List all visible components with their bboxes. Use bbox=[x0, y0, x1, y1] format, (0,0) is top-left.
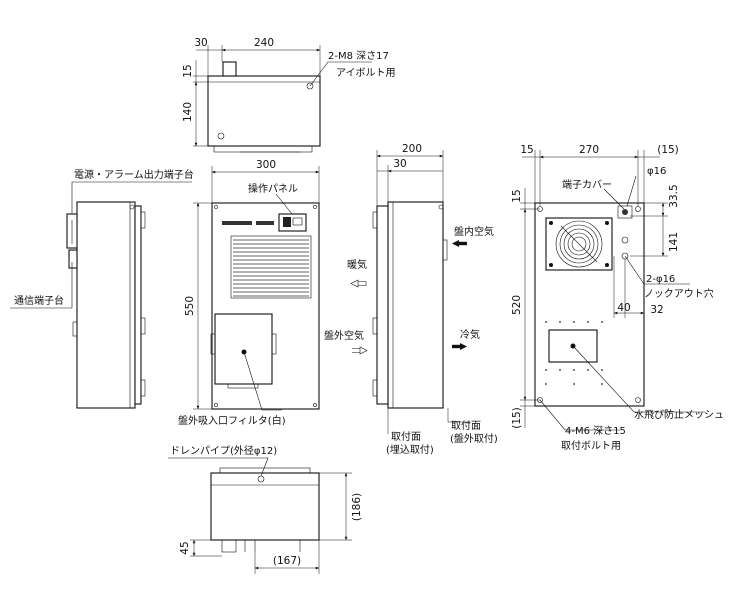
left-side-view: 電源・アラーム出力端子台 通信端子台 bbox=[10, 168, 194, 409]
top-view: 30 240 15 140 2-M8 深さ17 アイボルト用 bbox=[182, 37, 396, 153]
label-mount-external-1: 取付面 bbox=[451, 419, 481, 432]
dim-top-depth: 140 bbox=[182, 102, 194, 122]
rear-view: 15 270 (15) 15 520 (15) 33.5 141 40 32 端… bbox=[511, 144, 724, 452]
label-cool-air: 冷気 bbox=[460, 328, 480, 341]
dim-side-depth: 200 bbox=[402, 143, 422, 155]
terminal-cover bbox=[617, 205, 633, 219]
dim-top-width: 240 bbox=[254, 37, 274, 49]
dim-knock-32: 32 bbox=[650, 304, 663, 316]
warm-air-arrow bbox=[350, 279, 367, 288]
rear-fan bbox=[545, 217, 613, 271]
bottom-view-body bbox=[210, 472, 320, 541]
label-mount-embedded-1: 取付面 bbox=[391, 430, 421, 443]
front-view: 盤外吸入口フィルタ(白) 300 550 操作パネル bbox=[178, 159, 320, 427]
dim-rear-141: 141 bbox=[668, 232, 680, 252]
label-mount-bolt: 取付ボルト用 bbox=[561, 439, 621, 452]
dim-rear-height: 520 bbox=[511, 295, 523, 315]
dim-bottom-margin: 45 bbox=[179, 541, 191, 554]
dim-rear-335: 33.5 bbox=[668, 184, 680, 207]
label-warm-air: 暖気 bbox=[347, 258, 367, 271]
label-control-panel: 操作パネル bbox=[248, 182, 298, 195]
dim-rear-width: 270 bbox=[579, 144, 599, 156]
label-eyebolt-use: アイボルト用 bbox=[336, 67, 396, 79]
dim-rear-margin-left: 15 bbox=[520, 144, 533, 156]
label-mount-tap: 4-M6 深さ15 bbox=[565, 425, 626, 437]
dim-rear-top-margin: 15 bbox=[511, 189, 523, 202]
dim-rear-margin-right: (15) bbox=[657, 144, 679, 156]
label-knockout-hole: ノックアウト穴 bbox=[644, 287, 714, 300]
outside-air-arrow bbox=[352, 346, 368, 355]
dim-front-height: 550 bbox=[184, 296, 196, 316]
bottom-view: ドレンパイプ(外径φ12) (186) 45 (167) bbox=[168, 444, 363, 574]
dim-bottom-depth: (186) bbox=[351, 493, 363, 521]
dim-knock-40: 40 bbox=[617, 302, 630, 314]
label-outside-air: 盤外空気 bbox=[324, 329, 364, 342]
cool-air-arrow bbox=[460, 343, 467, 350]
left-side-body bbox=[76, 201, 136, 409]
dim-bottom-width: (167) bbox=[273, 555, 301, 567]
dim-side-offset: 30 bbox=[393, 158, 406, 170]
dim-rear-bottom-margin: (15) bbox=[511, 407, 523, 429]
label-power-terminal: 電源・アラーム出力端子台 bbox=[74, 168, 194, 181]
dim-top-margin: 15 bbox=[182, 64, 194, 77]
dim-top-offset: 30 bbox=[194, 37, 207, 49]
label-inside-air: 盤内空気 bbox=[454, 225, 494, 238]
label-comm-terminal: 通信端子台 bbox=[14, 294, 64, 307]
label-drain-pipe: ドレンパイプ(外径φ12) bbox=[170, 444, 277, 457]
label-eyebolt-tap: 2-M8 深さ17 bbox=[328, 50, 389, 62]
top-view-body bbox=[207, 75, 321, 147]
eyebolt-post bbox=[222, 61, 237, 77]
label-splash-mesh: 水飛び防止メッシュ bbox=[634, 408, 724, 421]
eyebolt-hole bbox=[306, 82, 314, 90]
inside-air-arrow bbox=[452, 240, 459, 247]
label-phi16: φ16 bbox=[647, 166, 666, 177]
label-mount-embedded-2: (埋込取付) bbox=[386, 443, 434, 456]
outside-intake-filter bbox=[214, 313, 273, 385]
label-knockout-dia: 2-φ16 bbox=[646, 274, 675, 285]
label-mount-external-2: (盤外取付) bbox=[450, 432, 498, 445]
right-side-body bbox=[387, 201, 444, 409]
right-side-view: 200 30 暖気 盤外空気 盤内空気 冷気 取付面 (埋込取付) 取付面 (盤… bbox=[324, 143, 498, 456]
label-outside-filter: 盤外吸入口フィルタ(白) bbox=[178, 414, 286, 427]
knockout-hole-1 bbox=[621, 236, 629, 244]
front-grille bbox=[230, 235, 312, 299]
comm-terminal-box bbox=[68, 249, 78, 269]
label-terminal-cover: 端子カバー bbox=[562, 178, 612, 191]
dim-front-width: 300 bbox=[256, 159, 276, 171]
